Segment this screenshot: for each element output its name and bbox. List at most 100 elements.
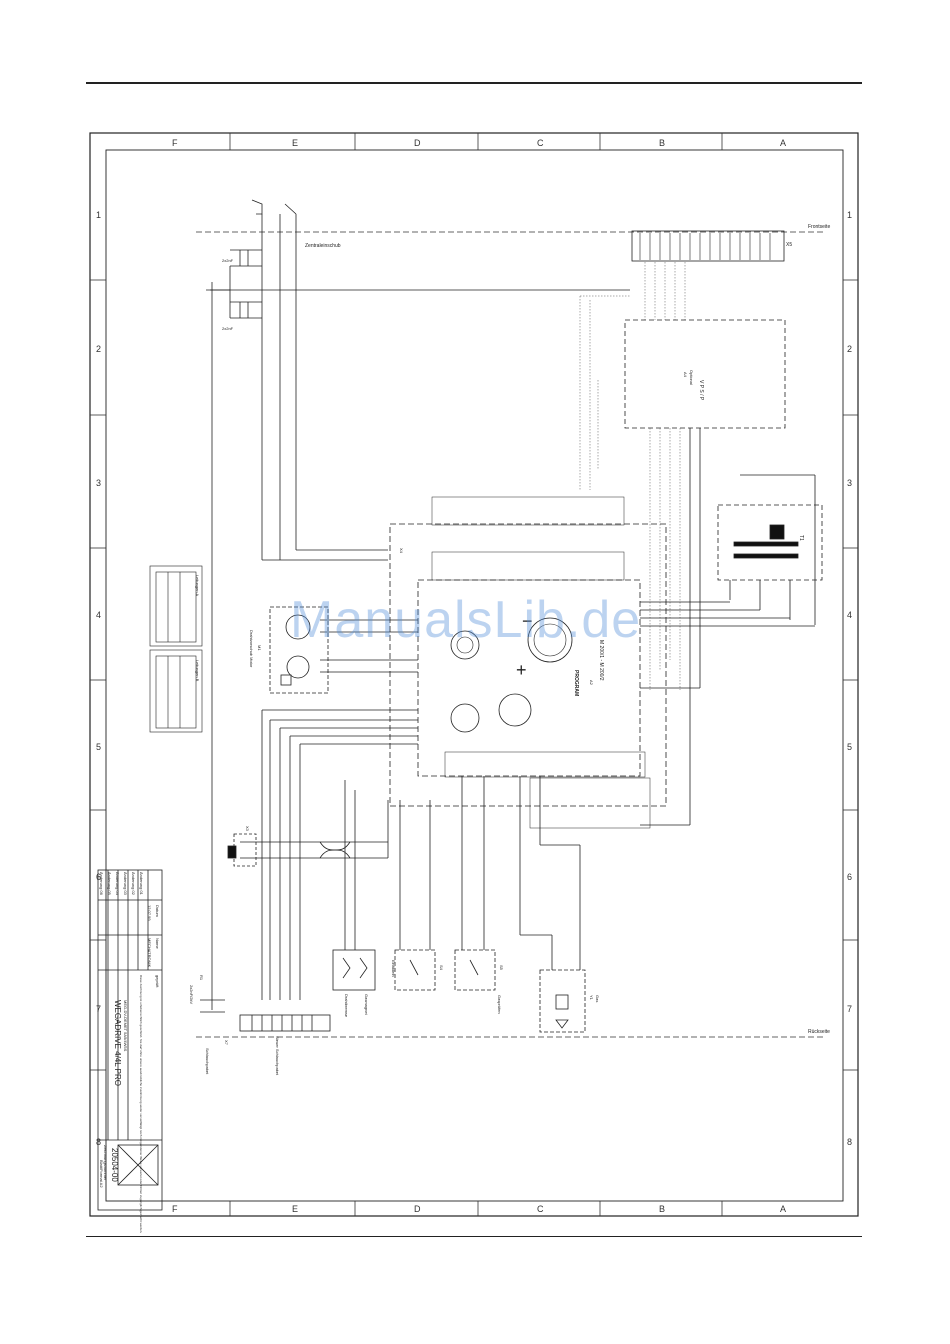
grid-col-b-top: B (659, 138, 665, 148)
a2-label: A2 (589, 680, 594, 686)
m1-label: M1 (257, 645, 262, 651)
grid-col-c-top: C (537, 138, 544, 148)
grid-row-3-right: 3 (847, 478, 852, 488)
grid-row-labels: 1 2 3 4 5 6 7 8 1 2 3 4 5 6 7 8 (96, 210, 852, 1147)
s4-desc: Einfädeln (391, 960, 396, 977)
drahtbremse-label: Drahtbremse (344, 994, 349, 1018)
grid-col-c-bottom: C (537, 1204, 544, 1214)
block-gasmagnet (332, 949, 376, 991)
grid-row-7-right: 7 (847, 1004, 852, 1014)
y1-desc: Gas (595, 995, 600, 1002)
y1-label: Y1 (589, 995, 594, 1001)
grid-row-8-right: 8 (847, 1137, 852, 1147)
name-label: Name (155, 938, 160, 949)
inner-frame (105, 149, 844, 1202)
grid-row-5-right: 5 (847, 742, 852, 752)
grid-col-d-top: D (414, 138, 421, 148)
date-value: 12.07.99 (147, 905, 152, 921)
connector-x7 (200, 999, 331, 1032)
a2-pin-strips (431, 496, 651, 829)
drawing-number: 20504-00 (110, 1148, 119, 1182)
rev-4: Änderung 04 (115, 872, 120, 896)
cap-label-2: 2x2nF (222, 326, 234, 331)
grid-row-2-left: 2 (96, 344, 101, 354)
approved-label: geprüft (155, 975, 160, 988)
grid-row-4-left: 4 (96, 610, 101, 620)
grid-col-e-top: E (292, 138, 298, 148)
legend-a-title: Leitungen A (195, 575, 200, 596)
transformer-t1 (717, 474, 823, 625)
diagram-label: + (516, 660, 527, 680)
knob-mode (498, 693, 532, 727)
title-product: WEGADRIVE 4/4L PRO (113, 1000, 122, 1086)
legend-table-a (149, 565, 203, 647)
x5-label: X5 (786, 242, 792, 248)
board-a4: V P S / P Optional A4 (624, 319, 786, 429)
top-rule (86, 82, 862, 84)
a4-name: V P S / P (698, 380, 704, 401)
capacitors-top (206, 249, 262, 319)
grid-row-6-left: 6 (96, 872, 101, 882)
lower-wires (240, 428, 815, 1000)
a2-name: M 200/1 - M 200/2 (598, 640, 604, 681)
knob-time (450, 703, 480, 733)
rev-5: Änderung 05 (107, 872, 112, 896)
knob-small (450, 630, 480, 660)
name-value: MECHATRONIK (147, 938, 152, 968)
cap-label-1: 2x2nF (222, 258, 234, 263)
grid-row-8-left: 8 (96, 1137, 101, 1147)
a4-title: Optional (689, 370, 694, 385)
grid-col-f-bottom: F (172, 1204, 178, 1214)
grid-col-d-bottom: D (414, 1204, 421, 1214)
torch-plug (251, 199, 297, 232)
grid-row-7-left: 7 (96, 1004, 101, 1014)
grid-row-4-right: 4 (847, 610, 852, 620)
switch-s5 (454, 949, 496, 991)
main-wires (210, 232, 630, 1010)
a4-label: A4 (683, 372, 688, 378)
rev-1: Änderung 01 (139, 872, 144, 896)
title-block (97, 869, 163, 1211)
grid-col-e-bottom: E (292, 1204, 298, 1214)
grid-row-3-left: 3 (96, 478, 101, 488)
x7-label: X7 (224, 1040, 229, 1046)
sheet-format: Blatt/Format A2 (99, 1160, 104, 1188)
drawing-number-label: Zeichnungsnummer (103, 1145, 108, 1181)
x5-desc: Zentraleinschub (305, 243, 341, 249)
grid-row-6-right: 6 (847, 872, 852, 882)
grid-row-1-right: 1 (847, 210, 852, 220)
grid-col-f-top: F (172, 138, 178, 148)
rev-6: Änderung 06 (99, 872, 104, 896)
rev-2: Änderung 02 (131, 872, 136, 896)
title-subtitle: MEG-DV-DEMET 5A5/4W5S (123, 1000, 128, 1052)
x4-label: X4 (399, 548, 404, 554)
program-label: PROGRAM (573, 670, 579, 696)
grid-col-a-bottom: A (780, 1204, 786, 1214)
outer-frame (89, 132, 859, 1217)
valve-y1 (539, 969, 586, 1033)
date-label: Datum (155, 905, 160, 917)
switch-s4 (394, 949, 436, 991)
bottom-rule (86, 1236, 862, 1237)
legend-table-b (149, 649, 203, 733)
grid-col-a-top: A (780, 138, 786, 148)
diagram-label: − (522, 611, 533, 631)
grid-column-labels: F E D C B A F E D C B A (172, 138, 786, 1214)
dotted-harness (579, 262, 686, 690)
motor-m1 (269, 606, 329, 694)
grid-row-1-left: 1 (96, 210, 101, 220)
rueckseite-label: Rückseite (808, 1029, 830, 1035)
gasmagnet-label: Gasmagnet (364, 994, 369, 1016)
grid-row-2-right: 2 (847, 344, 852, 354)
rev-3: Änderung 03 (123, 872, 128, 896)
board-a2: M 200/1 - M 200/2 PROGRAM A2 − + (389, 523, 667, 807)
title-note: Diese Zeichnung ist urheberrechtlich ges… (139, 975, 143, 1233)
s5-label: S5 (499, 965, 504, 971)
x3-label: X3 (245, 826, 250, 832)
m1-desc: Drahtvorschub Motor (249, 630, 254, 668)
knob-large (527, 617, 573, 663)
grid-col-b-bottom: B (659, 1204, 665, 1214)
x7-desc: Schlauchpaket (205, 1048, 210, 1075)
steuer-label: Steuer Schlauchpaket (275, 1036, 280, 1076)
